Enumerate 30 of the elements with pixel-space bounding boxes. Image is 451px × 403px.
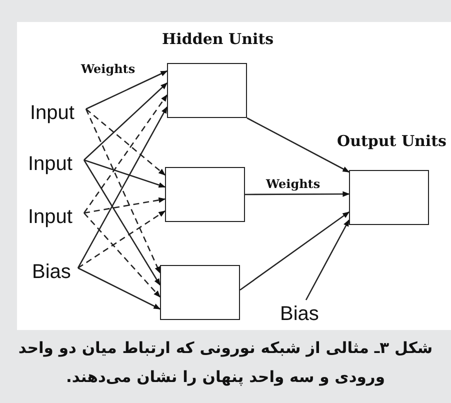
arrow: [84, 159, 166, 188]
heading: Hidden Units: [162, 30, 274, 48]
arrow: [78, 210, 166, 269]
unit-box: [160, 265, 240, 320]
edge-label: Weights: [80, 62, 136, 76]
unit-box: [165, 167, 245, 222]
input-label: Input: [28, 152, 80, 176]
unit-box: [349, 170, 429, 225]
input-label: Bias: [32, 260, 74, 284]
unit-box: [167, 63, 247, 118]
arrow: [78, 267, 161, 310]
edge-label: Weights: [265, 177, 322, 191]
arrow: [84, 197, 166, 214]
arrow: [86, 70, 168, 110]
arrow: [83, 94, 168, 214]
input-label: Bias: [280, 302, 324, 326]
arrow: [86, 108, 166, 176]
arrow: [84, 212, 160, 298]
arrow: [245, 191, 350, 197]
input-label: Input: [28, 205, 80, 229]
arrow: [240, 211, 350, 291]
arrow: [246, 117, 350, 173]
arrow: [83, 160, 161, 286]
arrow: [305, 219, 350, 300]
arrow: [84, 82, 168, 160]
caption: شکل ۳ـ مثالی از شبکه نورونی که ارتباط میان دو واحد ورودی و سه واحد پنهان را نشان می‌دهند.: [17, 338, 434, 388]
heading: Output Units: [337, 132, 447, 150]
arrow: [85, 108, 161, 274]
arrow: [77, 106, 168, 268]
input-label: Input: [30, 101, 82, 125]
